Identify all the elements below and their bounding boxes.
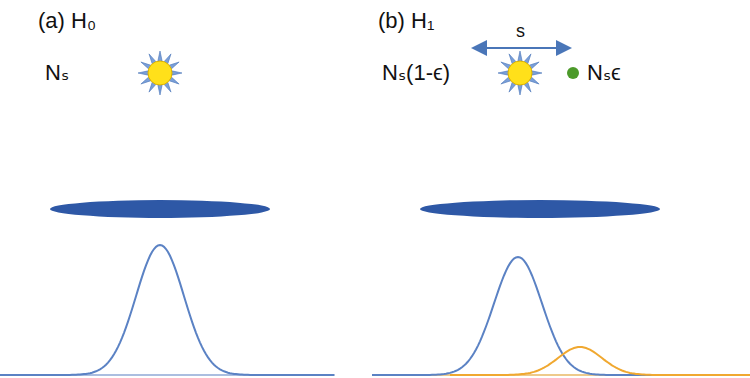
sun-rays (138, 51, 542, 95)
separation-arrow (475, 47, 568, 49)
label: Nₛ (45, 62, 69, 84)
label: s (516, 22, 525, 40)
intensity-curve (0, 245, 334, 375)
intensity-curve (450, 347, 750, 375)
label: (a) H₀ (38, 10, 96, 32)
label: Nₛ(1-ϵ) (382, 62, 450, 84)
intensity-curve (372, 257, 700, 375)
lens (50, 200, 270, 218)
lens (420, 200, 660, 218)
label: (b) H₁ (378, 10, 434, 32)
bright-source (148, 61, 172, 85)
bright-source (508, 61, 532, 85)
weak-source (567, 67, 579, 79)
label: Nₛϵ (587, 62, 621, 84)
